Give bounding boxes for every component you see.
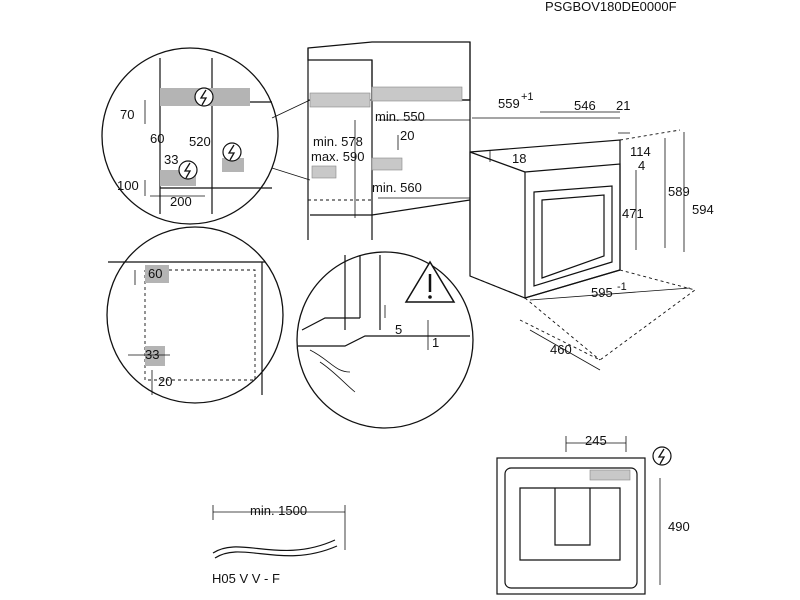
dim-589: 589 [668,184,690,199]
dim-546: 546 [574,98,596,113]
cabinet-drawing [307,41,471,240]
dim-min-550: min. 550 [375,109,425,124]
dim-33-left: 33 [145,347,159,362]
detail-circle-top [101,47,279,225]
dim-60-left: 60 [148,266,162,281]
dim-max-590: max. 590 [311,149,364,164]
dim-490: 490 [668,519,690,534]
dim-60: 60 [150,131,164,146]
dim-20-cabinet: 20 [400,128,414,143]
dim-595: 595 [591,285,613,300]
cable-type: H05 V V - F [212,571,280,586]
oven-drawing [469,111,696,371]
dim-200: 200 [170,194,192,209]
warning-triangle-icon [404,260,456,303]
dim-1: 1 [432,335,439,350]
electrical-connection-icon [222,142,242,162]
dim-100: 100 [117,178,139,193]
dim-70: 70 [120,107,134,122]
cable-length: min. 1500 [250,503,307,518]
detail-circle-floor [296,251,474,429]
dim-559-tol: +1 [521,91,534,103]
detail-circle-left [106,226,284,404]
model-code: PSGBOV180DE0000F [545,0,677,14]
dim-20-left: 20 [158,374,172,389]
dim-460: 460 [550,342,572,357]
dim-595-tol: -1 [617,281,627,293]
dim-559: 559 [498,96,520,111]
dim-520: 520 [189,134,211,149]
dim-18: 18 [512,151,526,166]
dim-21: 21 [616,98,630,113]
cable-drawing [212,505,346,559]
electrical-connection-icon [178,160,198,180]
dim-min-560: min. 560 [372,180,422,195]
dim-245: 245 [585,433,607,448]
back-view-drawing [496,436,661,595]
leader-lines [271,99,311,181]
dim-594: 594 [692,202,714,217]
dim-4: 4 [638,158,645,173]
dim-471: 471 [622,206,644,221]
electrical-connection-icon [652,446,672,466]
dim-5: 5 [395,322,402,337]
dim-114: 114 [630,144,651,159]
dim-min-578: min. 578 [313,134,363,149]
dim-33: 33 [164,152,178,167]
electrical-connection-icon [194,87,214,107]
